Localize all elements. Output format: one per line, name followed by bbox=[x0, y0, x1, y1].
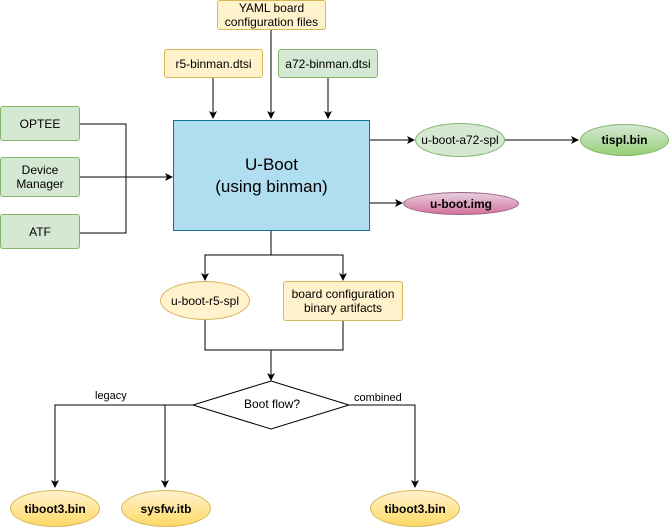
uboot-r5-spl-node: u-boot-r5-spl bbox=[160, 281, 250, 320]
yaml-config-label-line1: YAML board bbox=[238, 1, 305, 15]
edge-legacy-tiboot3 bbox=[51, 404, 193, 488]
device-manager-label-line1: Device bbox=[21, 163, 59, 177]
tispl-bin-label: tispl.bin bbox=[601, 133, 648, 147]
board-config-artifacts-node: board configuration binary artifacts bbox=[283, 281, 403, 321]
r5-binman-dtsi-label: r5-binman.dtsi bbox=[175, 56, 252, 71]
board-config-label-line1: board configuration bbox=[291, 287, 395, 301]
combined-edge-label: combined bbox=[353, 392, 403, 404]
yaml-config-label-line2: configuration files bbox=[224, 15, 319, 29]
sysfw-itb-node: sysfw.itb bbox=[121, 490, 211, 527]
edge-optee-merge bbox=[80, 123, 127, 234]
uboot-a72-spl-label: u-boot-a72-spl bbox=[421, 133, 499, 147]
uboot-img-node: u-boot.img bbox=[403, 192, 519, 215]
uboot-img-label: u-boot.img bbox=[430, 196, 492, 211]
edge-uboot-to-boardcfg bbox=[271, 254, 347, 281]
r5-binman-dtsi-node: r5-binman.dtsi bbox=[164, 49, 263, 78]
legacy-edge-label: legacy bbox=[94, 390, 128, 402]
uboot-a72-spl-node: u-boot-a72-spl bbox=[415, 123, 505, 157]
optee-node: OPTEE bbox=[0, 106, 80, 141]
boot-flow-decision-label: Boot flow? bbox=[243, 397, 301, 411]
atf-label: ATF bbox=[29, 224, 51, 239]
tiboot3-bin-legacy-label: tiboot3.bin bbox=[24, 501, 86, 516]
device-manager-node: Device Manager bbox=[0, 157, 80, 197]
uboot-label-line2: (using binman) bbox=[215, 176, 328, 196]
decision-diamond-shape bbox=[191, 380, 351, 430]
tiboot3-bin-combined-label: tiboot3.bin bbox=[384, 501, 446, 516]
edge-boardcfg-to-decision bbox=[271, 320, 344, 351]
tiboot3-bin-combined-node: tiboot3.bin bbox=[370, 490, 460, 527]
yaml-config-node: YAML board configuration files bbox=[217, 0, 326, 30]
edge-combined-tiboot3 bbox=[349, 404, 419, 488]
a72-binman-dtsi-node: a72-binman.dtsi bbox=[278, 49, 378, 78]
atf-node: ATF bbox=[0, 214, 80, 249]
a72-binman-dtsi-label: a72-binman.dtsi bbox=[285, 56, 371, 71]
tiboot3-bin-legacy-node: tiboot3.bin bbox=[10, 490, 100, 527]
optee-label: OPTEE bbox=[19, 116, 61, 131]
board-config-label-line2: binary artifacts bbox=[303, 301, 383, 315]
edge-r5spl-to-decision bbox=[204, 320, 275, 381]
device-manager-label-line2: Manager bbox=[16, 177, 64, 191]
sysfw-itb-label: sysfw.itb bbox=[140, 501, 192, 516]
uboot-binman-node: U-Boot (using binman) bbox=[173, 120, 370, 231]
uboot-r5-spl-label: u-boot-r5-spl bbox=[170, 293, 240, 308]
edge-uboot-down bbox=[201, 231, 272, 281]
uboot-label-line1: U-Boot bbox=[245, 154, 298, 174]
tispl-bin-node: tispl.bin bbox=[580, 124, 669, 156]
